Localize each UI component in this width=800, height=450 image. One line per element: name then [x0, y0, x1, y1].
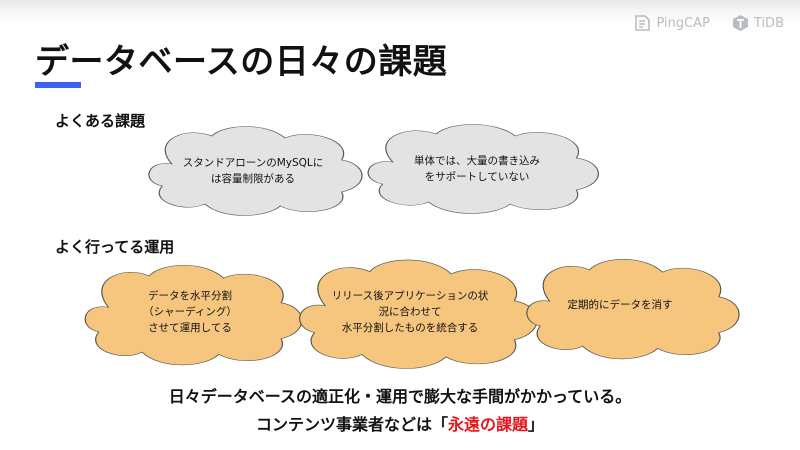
- section-common-issues: よくある課題: [55, 112, 146, 130]
- tidb-brand: TiDB: [732, 14, 784, 32]
- summary-line-1: 日々データベースの適正化・運用で膨大な手間がかかっている。: [168, 387, 632, 406]
- cloud-op-merge: リリース後アプリケーションの状 況に合わせて 水平分割したものを統合する: [331, 290, 489, 334]
- tidb-logo-icon: [732, 15, 748, 31]
- page-title: データベースの日々の課題: [35, 42, 448, 82]
- tidb-label: TiDB: [753, 15, 784, 31]
- summary-line-2: コンテンツ事業者などは「永遠の課題」: [0, 411, 800, 435]
- pingcap-brand: PingCAP: [633, 14, 710, 32]
- summary-line-2-suffix: 」: [528, 415, 545, 434]
- cloud-issue-standalone: スタンドアローンのMySQLに は容量制限がある: [182, 157, 324, 185]
- summary-emphasis: 永遠の課題: [447, 415, 528, 434]
- section-operations: よく行ってる運用: [55, 238, 175, 256]
- brand-logos: PingCAP TiDB: [633, 14, 784, 32]
- pingcap-logo-icon: [635, 15, 651, 31]
- cloud-op-delete: 定期的にデータを消す: [567, 299, 673, 311]
- pingcap-label: PingCAP: [656, 15, 710, 31]
- cloud-op-sharding: データを水平分割 （シャーディング） させて運用してる: [143, 290, 237, 334]
- summary-line-2-prefix: コンテンツ事業者などは「: [255, 415, 448, 434]
- cloud-issue-write-load: 単体では、大量の書き込み をサポートしていない: [414, 155, 540, 183]
- title-accent-bar: [35, 82, 81, 88]
